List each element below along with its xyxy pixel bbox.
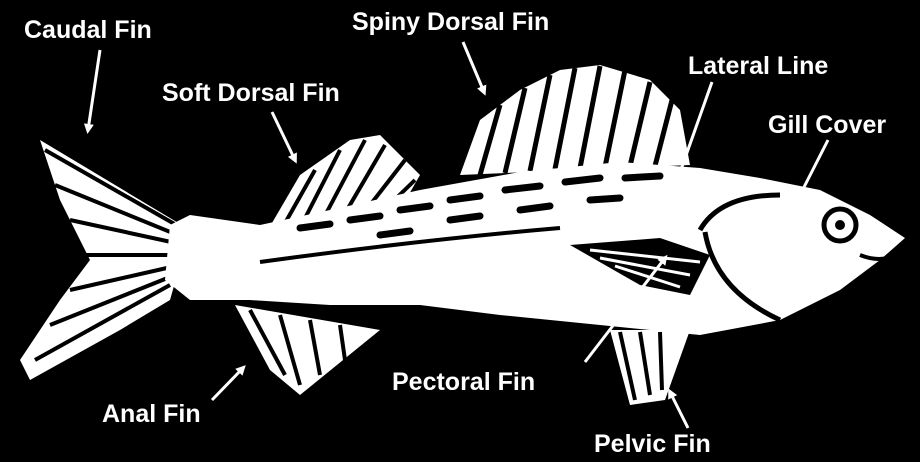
- soft-dorsal-fin-label: Soft Dorsal Fin: [162, 79, 340, 107]
- eye-pupil-icon: [835, 220, 845, 230]
- lateral-line-label: Lateral Line: [688, 52, 828, 80]
- pelvic-fin-label: Pelvic Fin: [594, 430, 711, 458]
- pelvic-fin-arrow: [670, 392, 688, 428]
- gill-cover-arrow: [800, 140, 828, 195]
- caudal-fin-arrow: [88, 50, 100, 130]
- caudal-fin-label: Caudal Fin: [24, 16, 152, 44]
- spiny-dorsal-fin-label: Spiny Dorsal Fin: [352, 8, 549, 36]
- anal-fin-label: Anal Fin: [102, 400, 201, 428]
- spiny-dorsal-fin-arrow: [463, 42, 484, 92]
- gill-cover-label: Gill Cover: [768, 111, 886, 139]
- caudal-fin-shape: [20, 140, 190, 380]
- pectoral-fin-label: Pectoral Fin: [392, 368, 535, 396]
- soft-dorsal-fin-arrow: [272, 112, 295, 160]
- anal-fin-arrow: [212, 368, 243, 400]
